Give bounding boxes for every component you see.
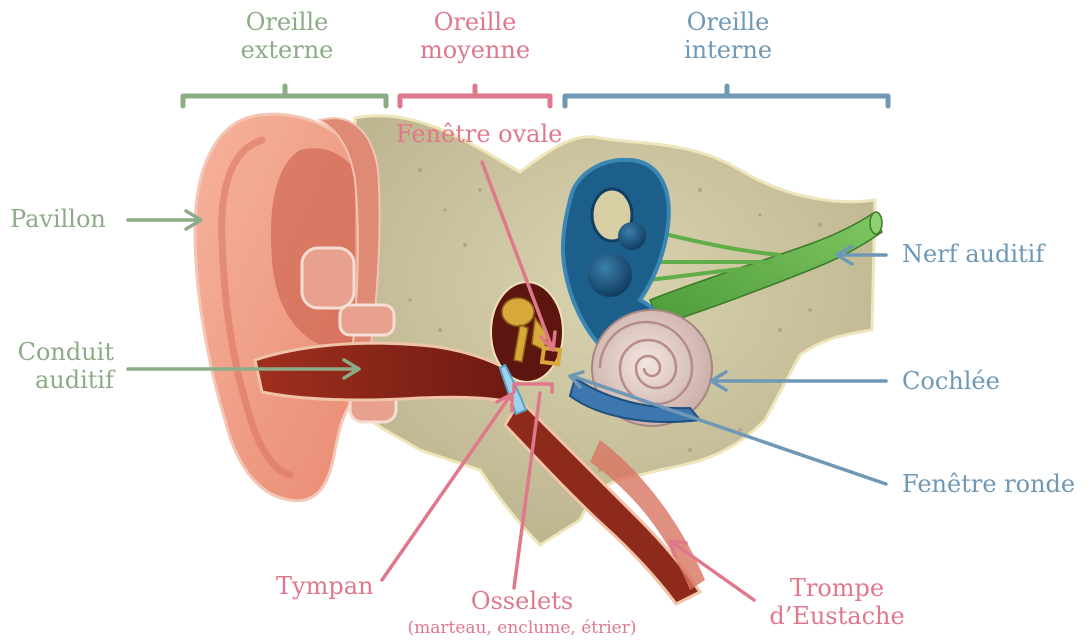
pavillon-arrow: [128, 211, 201, 229]
label-tympan: Tympan: [276, 572, 373, 600]
conduit-arrow: [128, 360, 359, 378]
label-conduit-line2: auditif: [0, 366, 114, 394]
label-osselets: Osselets: [422, 587, 622, 615]
cochlee-arrow: [711, 372, 886, 390]
label-trompe-line2: d’Eustache: [752, 602, 922, 630]
label-trompe-line1: Trompe: [752, 574, 922, 602]
label-fenetre-ovale: Fenêtre ovale: [396, 120, 562, 148]
fenetre-ronde-arrow: [570, 372, 886, 484]
label-conduit-line1: Conduit: [0, 338, 114, 366]
osselets-arrow: [514, 384, 552, 588]
label-fenetre-ronde: Fenêtre ronde: [902, 470, 1075, 498]
label-nerf-auditif: Nerf auditif: [902, 240, 1044, 268]
label-pavillon: Pavillon: [10, 205, 106, 233]
tympan-arrow: [382, 394, 512, 580]
fenetre-ovale-arrow: [482, 162, 555, 350]
trompe-arrow: [670, 541, 754, 600]
label-osselets-detail: (marteau, enclume, étrier): [382, 618, 662, 638]
label-cochlee: Cochlée: [902, 367, 1000, 395]
nerf-auditif-arrow: [837, 246, 886, 264]
label-conduit-auditif: Conduit auditif: [0, 338, 114, 395]
label-trompe-eustache: Trompe d’Eustache: [752, 574, 922, 631]
